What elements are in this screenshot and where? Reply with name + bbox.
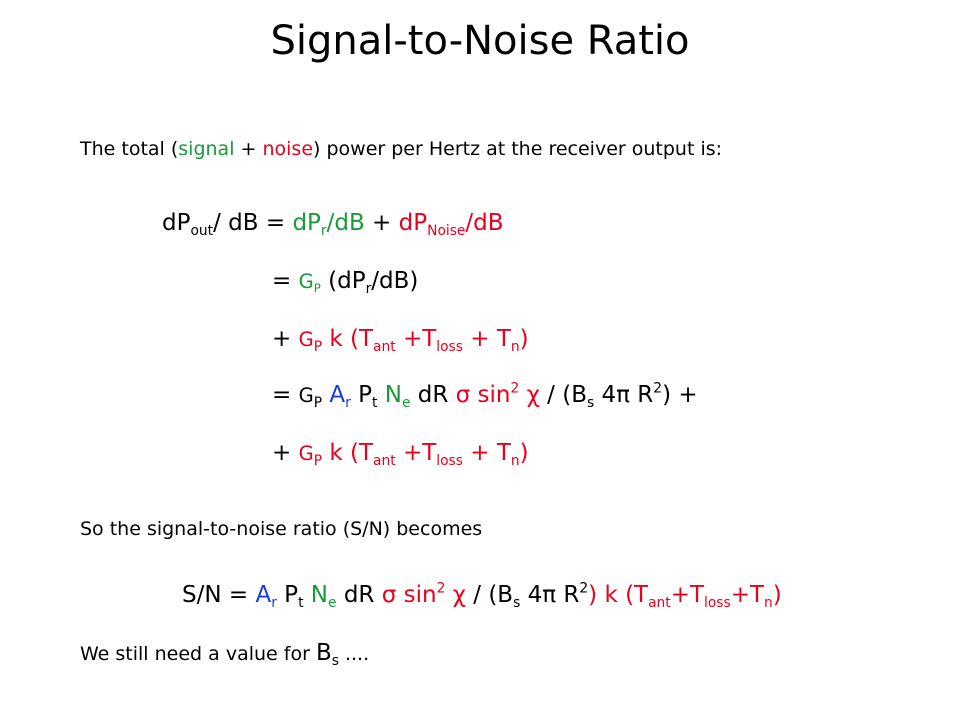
equation-noise-term: + GP k (Tant +Tloss + Tn) [272,326,529,355]
intro-text: The total (signal + noise) power per Her… [80,138,723,160]
signal-word: signal [178,138,235,160]
closing-text: We still need a value for Bs .... [80,640,370,669]
equation-snr: S/N = Ar Pt Ne dR σ sin2 χ / (Bs 4π R2) … [182,580,782,611]
snr-intro-text: So the signal-to-noise ratio (S/N) becom… [80,518,483,540]
noise-word: noise [262,138,314,160]
equation-total-power: dPout/ dB = dPr/dB + dPNoise/dB [162,210,504,239]
slide-title: Signal-to-Noise Ratio [270,18,690,64]
equation-noise-term-repeat: + GP k (Tant +Tloss + Tn) [272,440,529,469]
equation-expanded-signal: = GP Ar Pt Ne dR σ sin2 χ / (Bs 4π R2) + [272,380,698,411]
equation-signal-term: = GP (dPr/dB) [272,268,419,297]
